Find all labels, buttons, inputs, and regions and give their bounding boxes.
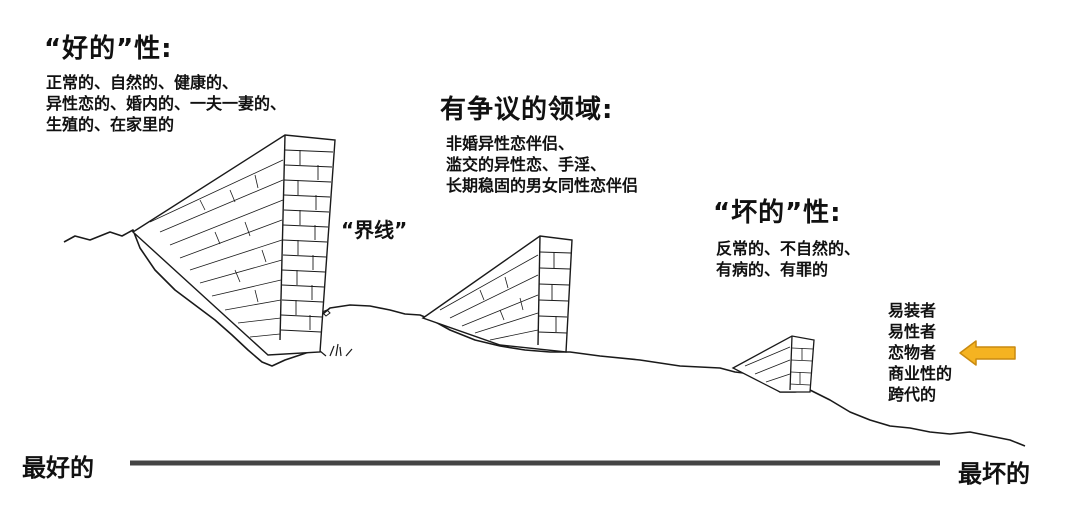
fringe-item: 跨代的 <box>888 385 937 404</box>
contested-zone-line: 非婚异性恋伴侣、 <box>446 134 575 153</box>
contested-zone-list: 非婚异性恋伴侣、 滥交的异性恋、手淫、 长期稳固的男女同性恋伴侣 <box>446 133 638 196</box>
terrain-line <box>63 229 1026 447</box>
fringe-item: 易装者 <box>888 301 937 320</box>
scale-right-label: 最坏的 <box>958 460 1030 488</box>
good-sex-line: 生殖的、在家里的 <box>46 115 175 134</box>
good-sex-line: 异性恋的、婚内的、一夫一妻的、 <box>46 94 287 113</box>
grass-tuft <box>319 343 353 357</box>
good-sex-list: 正常的、自然的、健康的、 异性恋的、婚内的、一夫一妻的、 生殖的、在家里的 <box>46 72 286 135</box>
contested-zone-heading: 有争议的领域: <box>440 95 614 125</box>
contested-zone-line: 滥交的异性恋、手淫、 <box>446 155 607 174</box>
bad-sex-line: 反常的、不自然的、 <box>716 239 861 258</box>
good-sex-heading: “好的”性: <box>44 34 173 64</box>
good-sex-line: 正常的、自然的、健康的、 <box>46 73 239 92</box>
fringe-list: 易装者 易性者 恋物者 商业性的 跨代的 <box>888 300 952 405</box>
arrow-left-icon <box>959 340 1016 366</box>
bad-sex-heading: “坏的”性: <box>713 198 842 228</box>
fringe-item: 恋物者 <box>888 343 937 362</box>
boundary-wall-large <box>131 134 336 356</box>
boundary-wall-small <box>731 335 815 393</box>
pebble <box>321 309 331 317</box>
boundary-label: “界线” <box>341 218 408 242</box>
bad-sex-list: 反常的、不自然的、 有病的、有罪的 <box>716 238 860 280</box>
fringe-item: 易性者 <box>888 322 937 341</box>
bad-sex-line: 有病的、有罪的 <box>716 260 829 279</box>
scale-left-label: 最好的 <box>22 454 94 482</box>
contested-zone-line: 长期稳固的男女同性恋伴侣 <box>446 176 639 195</box>
fringe-item: 商业性的 <box>888 364 953 383</box>
boundary-wall-medium <box>421 235 573 353</box>
